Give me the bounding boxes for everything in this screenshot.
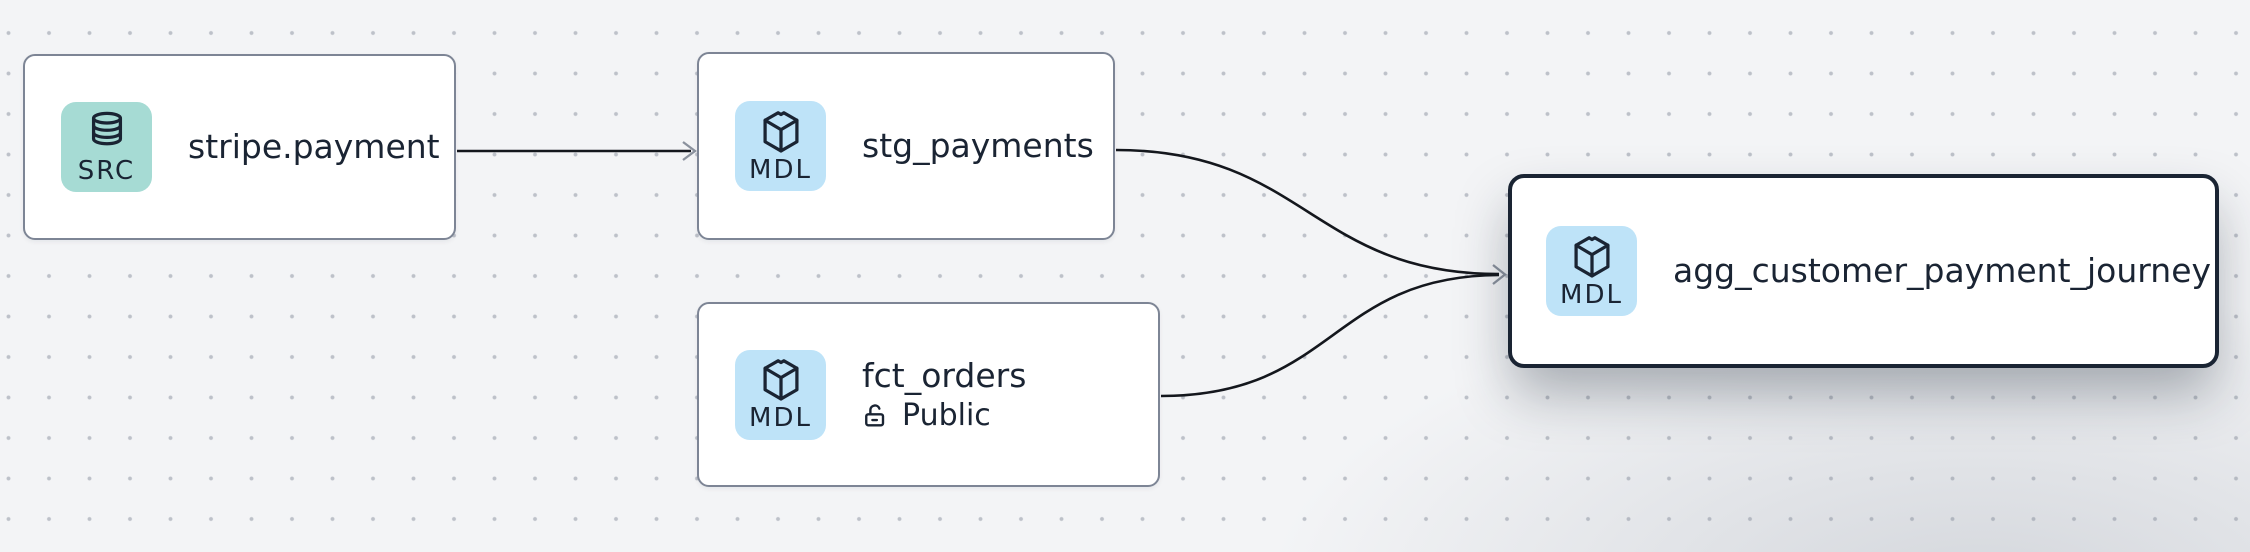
- node-label: fct_orders: [862, 355, 1027, 395]
- badge-label: SRC: [77, 155, 136, 186]
- node-stripe-payment[interactable]: SRC stripe.payment: [23, 54, 456, 240]
- node-type-badge: SRC: [61, 102, 152, 192]
- node-type-badge: MDL: [735, 101, 826, 191]
- unlock-icon: [862, 401, 892, 431]
- badge-label: MDL: [749, 154, 812, 185]
- node-agg-customer-payment-journey[interactable]: MDL agg_customer_payment_journey: [1508, 174, 2219, 368]
- node-label: agg_customer_payment_journey: [1673, 251, 2212, 291]
- node-label: stg_payments: [862, 126, 1094, 166]
- package-icon: [758, 108, 804, 154]
- node-type-badge: MDL: [1546, 226, 1637, 316]
- badge-label: MDL: [1560, 279, 1623, 310]
- package-icon: [758, 356, 804, 402]
- database-icon: [84, 109, 130, 155]
- access-row: Public: [862, 397, 1026, 434]
- node-fct-orders[interactable]: MDL fct_orders Public: [697, 302, 1160, 487]
- badge-label: MDL: [749, 403, 812, 433]
- arrowhead-icon: [682, 141, 697, 161]
- node-label: stripe.payment: [188, 127, 440, 167]
- arrowhead-icon: [1492, 264, 1507, 285]
- node-type-badge: MDL: [735, 349, 826, 440]
- edge-stg-payments-to-agg[interactable]: [1115, 148, 1500, 276]
- access-label: Public: [902, 397, 991, 433]
- node-stg-payments[interactable]: MDL stg_payments: [697, 52, 1115, 240]
- package-icon: [1569, 233, 1615, 279]
- edge-fct-orders-to-agg[interactable]: [1160, 273, 1500, 398]
